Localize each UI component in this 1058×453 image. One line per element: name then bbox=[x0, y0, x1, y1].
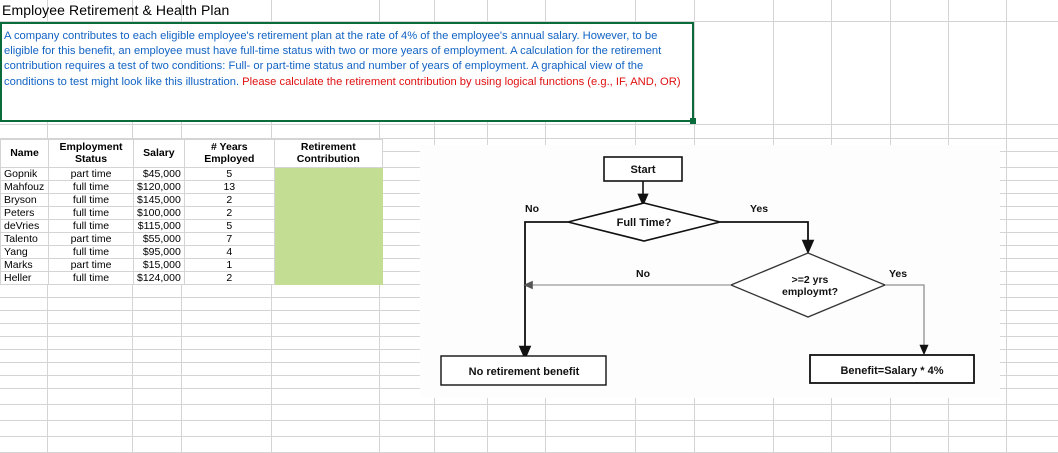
cell-status[interactable]: full time bbox=[48, 206, 134, 220]
cell-status[interactable]: full time bbox=[48, 180, 134, 194]
cell-status[interactable]: full time bbox=[48, 219, 134, 233]
cell-contribution[interactable] bbox=[273, 193, 383, 207]
flow-edge-label-fulltime-yes: Yes bbox=[750, 203, 768, 215]
cell-name[interactable]: Yang bbox=[0, 245, 49, 259]
instruction-blue-text: A company contributes to each eligible e… bbox=[4, 30, 662, 88]
employee-table[interactable]: Name Employment Status Salary # Years Em… bbox=[0, 139, 383, 285]
flow-node-terminal-no-label: No retirement benefit bbox=[469, 366, 580, 378]
table-row[interactable]: Marks part time $15,000 1 bbox=[0, 258, 383, 272]
flow-edge-label-fulltime-no: No bbox=[525, 203, 539, 215]
flowchart-image[interactable]: Start Full Time? No Yes >=2 yrs employmt… bbox=[420, 145, 1000, 398]
instruction-callout[interactable]: A company contributes to each eligible e… bbox=[0, 22, 694, 122]
cell-salary[interactable]: $55,000 bbox=[133, 232, 185, 246]
flow-node-decision-fulltime[interactable]: Full Time? bbox=[567, 202, 721, 242]
cell-contribution[interactable] bbox=[273, 206, 383, 220]
flow-node-fulltime-label: Full Time? bbox=[617, 217, 672, 229]
flow-node-terminal-benefit-label: Benefit=Salary * 4% bbox=[840, 365, 943, 377]
table-row[interactable]: Peters full time $100,000 2 bbox=[0, 206, 383, 220]
cell-status[interactable]: part time bbox=[48, 167, 134, 181]
cell-salary[interactable]: $95,000 bbox=[133, 245, 185, 259]
flow-edge-label-years-no: No bbox=[636, 268, 650, 280]
column-header-years[interactable]: # Years Employed bbox=[183, 139, 275, 168]
cell-years[interactable]: 4 bbox=[183, 245, 275, 259]
table-row[interactable]: Mahfouz full time $120,000 13 bbox=[0, 180, 383, 194]
cell-name[interactable]: Peters bbox=[0, 206, 49, 220]
page-title: Employee Retirement & Health Plan bbox=[2, 2, 230, 18]
cell-salary[interactable]: $45,000 bbox=[133, 167, 185, 181]
cell-status[interactable]: full time bbox=[48, 271, 134, 285]
cell-years[interactable]: 5 bbox=[183, 219, 275, 233]
cell-salary[interactable]: $100,000 bbox=[133, 206, 185, 220]
cell-name[interactable]: Marks bbox=[0, 258, 49, 272]
cell-years[interactable]: 13 bbox=[183, 180, 275, 194]
flow-node-years-label-line1: >=2 yrs bbox=[792, 274, 829, 286]
cell-salary[interactable]: $115,000 bbox=[133, 219, 185, 233]
cell-contribution[interactable] bbox=[273, 167, 383, 181]
cell-years[interactable]: 2 bbox=[183, 193, 275, 207]
cell-salary[interactable]: $120,000 bbox=[133, 180, 185, 194]
flow-edge-fulltime-no bbox=[518, 221, 568, 361]
cell-status[interactable]: part time bbox=[48, 258, 134, 272]
cell-salary[interactable]: $124,000 bbox=[133, 271, 185, 285]
table-header-row: Name Employment Status Salary # Years Em… bbox=[0, 139, 383, 168]
table-row[interactable]: Talento part time $55,000 7 bbox=[0, 232, 383, 246]
table-row[interactable]: Heller full time $124,000 2 bbox=[0, 271, 383, 285]
flow-edge-years-yes bbox=[885, 284, 929, 356]
cell-name[interactable]: Mahfouz bbox=[0, 180, 49, 194]
cell-name[interactable]: deVries bbox=[0, 219, 49, 233]
cell-contribution[interactable] bbox=[273, 271, 383, 285]
cell-contribution[interactable] bbox=[273, 232, 383, 246]
selection-handle[interactable] bbox=[690, 118, 696, 124]
flow-node-start[interactable]: Start bbox=[603, 156, 683, 182]
instruction-red-text: Please calculate the retirement contribu… bbox=[242, 75, 681, 88]
column-header-contribution[interactable]: Retirement Contribution bbox=[273, 139, 383, 168]
cell-contribution[interactable] bbox=[273, 180, 383, 194]
cell-name[interactable]: Gopnik bbox=[0, 167, 49, 181]
cell-years[interactable]: 2 bbox=[183, 271, 275, 285]
cell-status[interactable]: part time bbox=[48, 232, 134, 246]
flow-edge-fulltime-yes bbox=[720, 221, 815, 255]
cell-name[interactable]: Bryson bbox=[0, 193, 49, 207]
table-row[interactable]: deVries full time $115,000 5 bbox=[0, 219, 383, 233]
flow-edge-label-years-yes: Yes bbox=[889, 268, 907, 280]
cell-name[interactable]: Talento bbox=[0, 232, 49, 246]
column-header-salary[interactable]: Salary bbox=[133, 139, 185, 168]
flow-node-start-label: Start bbox=[630, 164, 655, 176]
cell-status[interactable]: full time bbox=[48, 245, 134, 259]
cell-contribution[interactable] bbox=[273, 245, 383, 259]
cell-years[interactable]: 1 bbox=[183, 258, 275, 272]
table-row[interactable]: Yang full time $95,000 4 bbox=[0, 245, 383, 259]
cell-salary[interactable]: $15,000 bbox=[133, 258, 185, 272]
column-header-name[interactable]: Name bbox=[0, 139, 49, 168]
cell-salary[interactable]: $145,000 bbox=[133, 193, 185, 207]
flow-node-terminal-no-benefit[interactable]: No retirement benefit bbox=[440, 355, 607, 386]
cell-name[interactable]: Heller bbox=[0, 271, 49, 285]
instruction-text: A company contributes to each eligible e… bbox=[4, 29, 690, 90]
cell-years[interactable]: 5 bbox=[183, 167, 275, 181]
flow-node-years-label-line2: employmt? bbox=[782, 286, 838, 298]
cell-years[interactable]: 7 bbox=[183, 232, 275, 246]
flow-node-terminal-benefit[interactable]: Benefit=Salary * 4% bbox=[809, 354, 975, 384]
cell-contribution[interactable] bbox=[273, 219, 383, 233]
cell-years[interactable]: 2 bbox=[183, 206, 275, 220]
table-body: Gopnik part time $45,000 5 Mahfouz full … bbox=[0, 167, 383, 285]
table-row[interactable]: Bryson full time $145,000 2 bbox=[0, 193, 383, 207]
flow-node-decision-years[interactable]: >=2 yrs employmt? bbox=[729, 252, 887, 318]
cell-status[interactable]: full time bbox=[48, 193, 134, 207]
cell-contribution[interactable] bbox=[273, 258, 383, 272]
table-row[interactable]: Gopnik part time $45,000 5 bbox=[0, 167, 383, 181]
column-header-status[interactable]: Employment Status bbox=[48, 139, 134, 168]
